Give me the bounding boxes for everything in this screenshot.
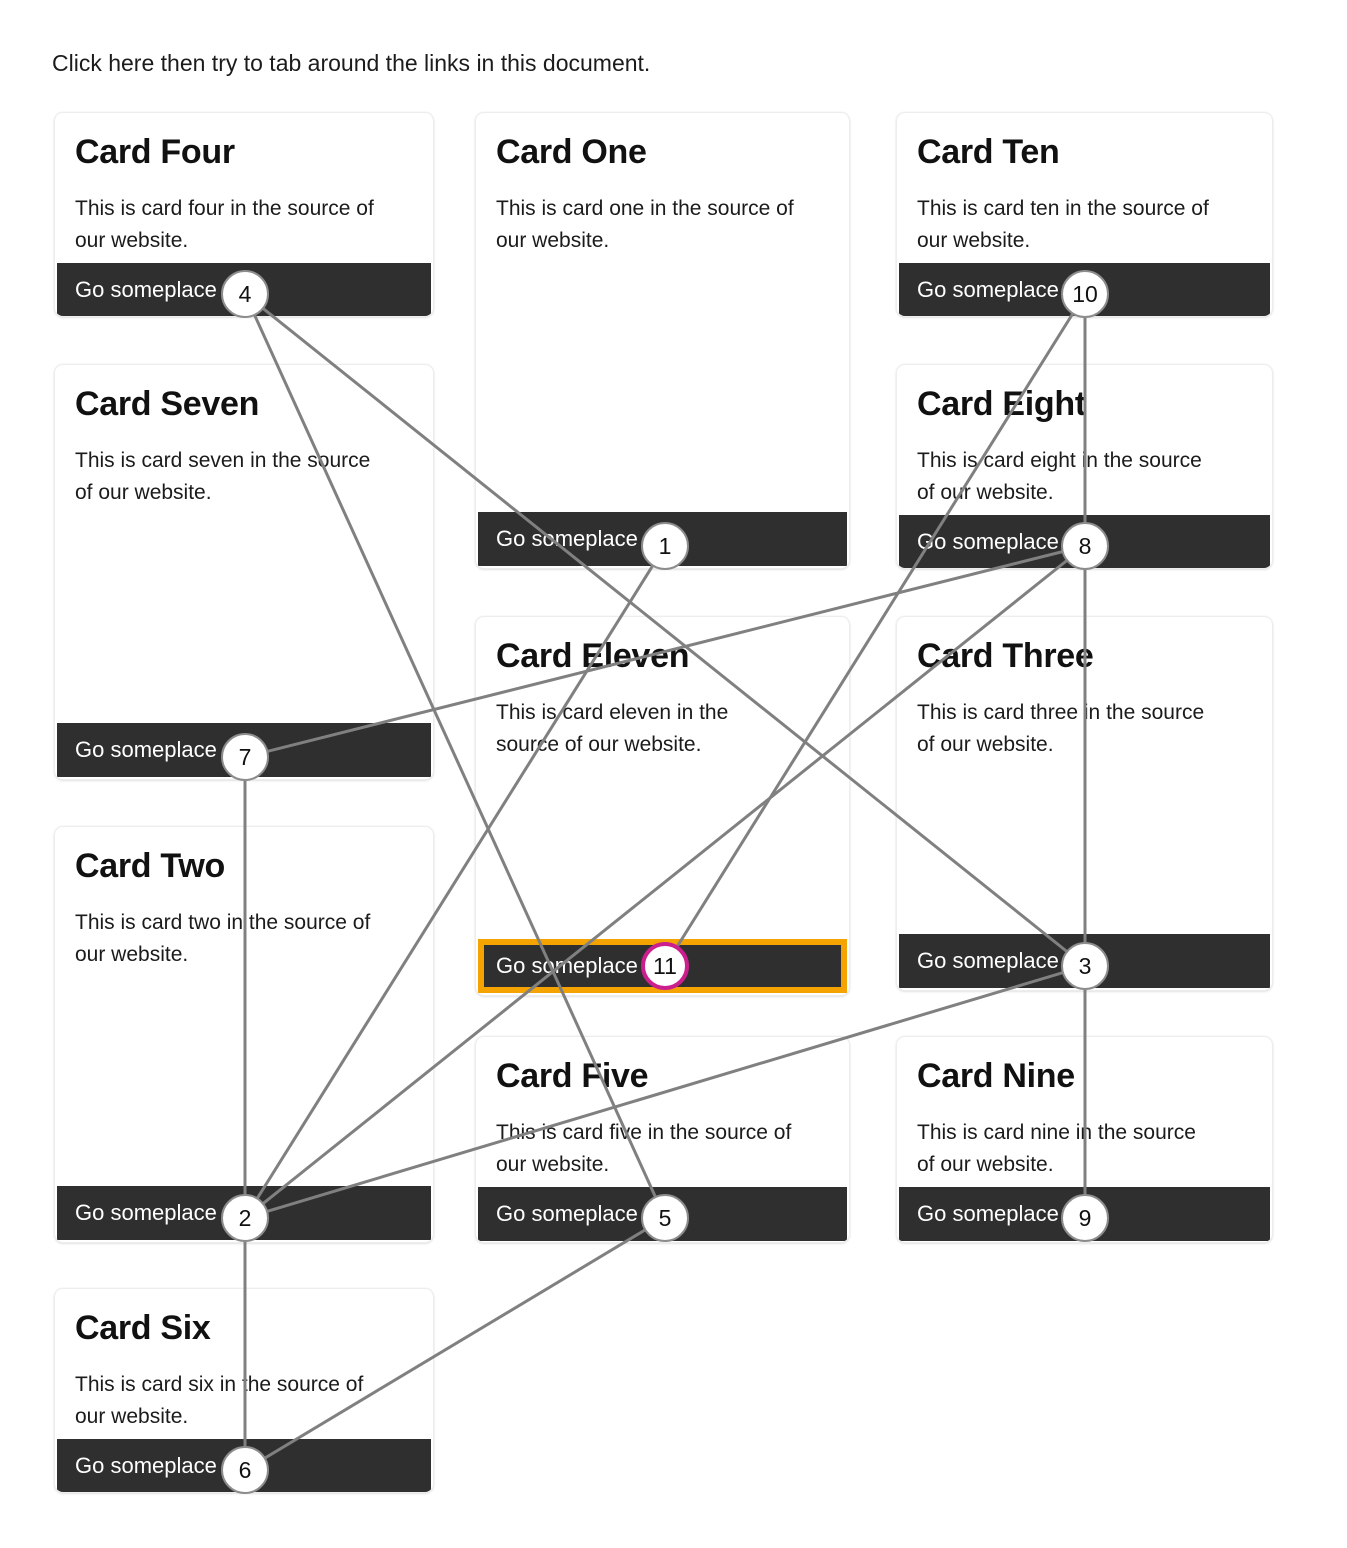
tab-index-badge-9: 9 bbox=[1061, 1194, 1109, 1242]
card-link-eight[interactable]: Go someplace bbox=[917, 528, 1059, 554]
card-title: Card Two bbox=[75, 847, 225, 885]
intro-instruction: Click here then try to tab around the li… bbox=[52, 50, 651, 76]
tab-index-badge-7: 7 bbox=[221, 733, 269, 781]
card-link-eleven[interactable]: Go someplace bbox=[496, 953, 638, 978]
card-description: This is card ten in the source of our we… bbox=[917, 196, 1209, 252]
card-description: This is card five in the source of our w… bbox=[496, 1120, 792, 1176]
card-description: This is card one in the source of our we… bbox=[496, 196, 794, 252]
card-title: Card Seven bbox=[75, 385, 260, 423]
card-title: Card Six bbox=[75, 1309, 211, 1347]
card-title: Card Three bbox=[917, 637, 1094, 675]
card-link-seven[interactable]: Go someplace bbox=[75, 737, 217, 762]
card-title: Card Ten bbox=[917, 133, 1060, 171]
tab-index-badge-11: 11 bbox=[641, 942, 689, 990]
card-description: This is card two in the source of our we… bbox=[75, 910, 371, 966]
card-link-ten[interactable]: Go someplace bbox=[917, 276, 1059, 302]
card-link-five[interactable]: Go someplace bbox=[496, 1200, 638, 1226]
card-link-four[interactable]: Go someplace bbox=[75, 276, 217, 302]
tab-index-badge-3: 3 bbox=[1061, 942, 1109, 990]
card-link-one[interactable]: Go someplace bbox=[496, 526, 638, 551]
card-title: Card Four bbox=[75, 133, 235, 171]
card-link-three[interactable]: Go someplace bbox=[917, 948, 1059, 973]
tab-index-badge-1: 1 bbox=[641, 522, 689, 570]
tab-index-badge-4: 4 bbox=[221, 270, 269, 318]
card-description: This is card nine in the source of our w… bbox=[917, 1120, 1196, 1176]
card-title: Card One bbox=[496, 133, 647, 171]
tab-index-badge-10: 10 bbox=[1061, 270, 1109, 318]
card-title: Card Five bbox=[496, 1057, 649, 1095]
card-title: Card Nine bbox=[917, 1057, 1075, 1095]
tab-index-badge-5: 5 bbox=[641, 1194, 689, 1242]
card-description: This is card eleven in the source of our… bbox=[496, 700, 729, 756]
card-title: Card Eight bbox=[917, 385, 1086, 423]
tab-index-badge-6: 6 bbox=[221, 1446, 269, 1494]
card-link-two[interactable]: Go someplace bbox=[75, 1200, 217, 1225]
card-description: This is card seven in the source of our … bbox=[75, 448, 371, 504]
card-description: This is card eight in the source of our … bbox=[917, 448, 1202, 504]
card-description: This is card six in the source of our we… bbox=[75, 1372, 364, 1428]
card-link-nine[interactable]: Go someplace bbox=[917, 1200, 1059, 1226]
tab-index-badge-8: 8 bbox=[1061, 522, 1109, 570]
card-description: This is card three in the source of our … bbox=[917, 700, 1205, 756]
card-description: This is card four in the source of our w… bbox=[75, 196, 374, 252]
card-title: Card Eleven bbox=[496, 637, 690, 675]
card-link-six[interactable]: Go someplace bbox=[75, 1452, 217, 1478]
tab-index-badge-2: 2 bbox=[221, 1194, 269, 1242]
